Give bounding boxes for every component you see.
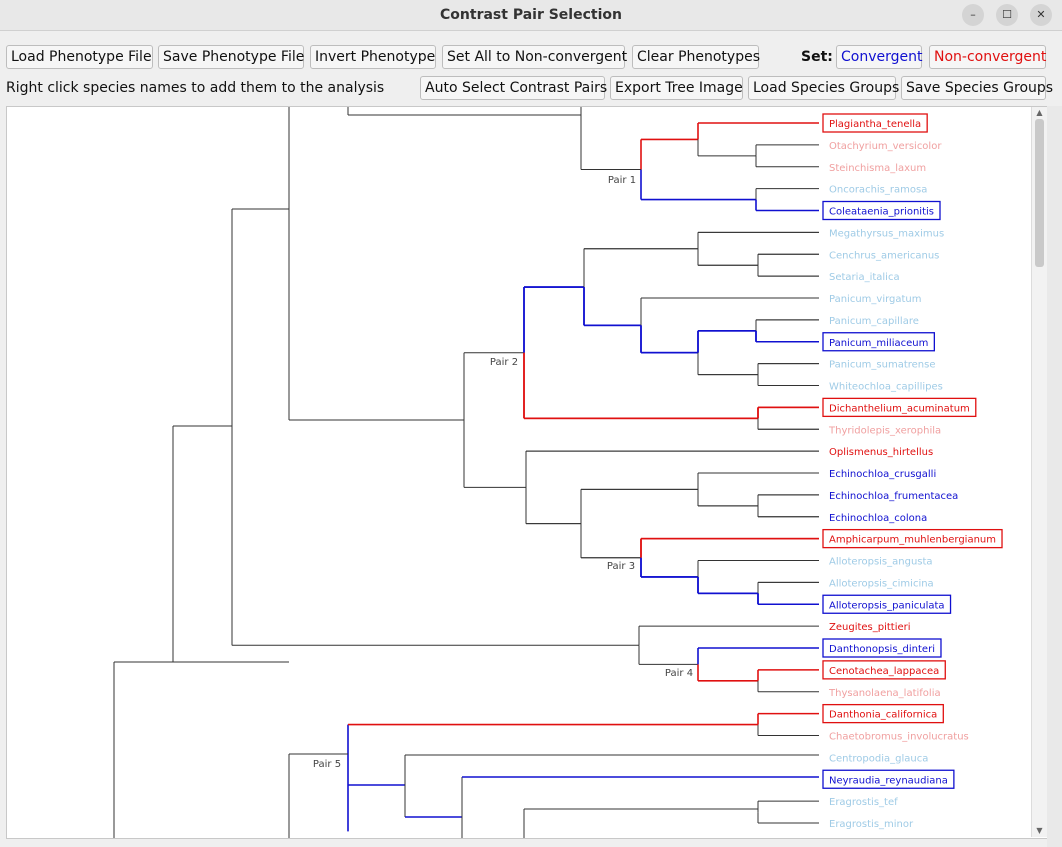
export-tree-image-button[interactable]: Export Tree Image bbox=[610, 76, 743, 100]
pair-label: Pair 3 bbox=[607, 561, 635, 572]
convergent-button[interactable]: Convergent bbox=[836, 45, 922, 69]
species-label[interactable]: Coleataenia_prionitis bbox=[829, 207, 934, 218]
pair-label: Pair 1 bbox=[608, 175, 636, 186]
phylogenetic-tree: Pair 1 Pair 2 Pair 3 Pair 4 Pair 5 Plagiantha… bbox=[113, 107, 1003, 838]
save-species-groups-button[interactable]: Save Species Groups bbox=[901, 76, 1053, 100]
species-label[interactable]: Plagiantha_tenella bbox=[829, 119, 921, 130]
species-label[interactable]: Neyraudia_reynaudiana bbox=[829, 775, 948, 786]
species-label[interactable]: Cenotachea_lappacea bbox=[829, 666, 939, 677]
species-label[interactable]: Centropodia_glauca bbox=[829, 753, 928, 764]
species-label[interactable]: Echinochloa_frumentacea bbox=[829, 491, 958, 502]
species-label[interactable]: Oncorachis_ramosa bbox=[829, 185, 927, 196]
set-all-nonconvergent-button[interactable]: Set All to Non-convergent bbox=[442, 45, 627, 69]
instruction-text: Right click species names to add them to… bbox=[6, 80, 385, 96]
species-label[interactable]: Oplismenus_hirtellus bbox=[829, 447, 933, 458]
species-label[interactable]: Eragrostis_minor bbox=[829, 819, 914, 830]
pair-label: Pair 2 bbox=[490, 357, 518, 368]
scrollbar-thumb[interactable] bbox=[1035, 119, 1044, 267]
species-selection-box bbox=[822, 769, 955, 789]
species-label[interactable]: Panicum_miliaceum bbox=[829, 338, 928, 349]
set-label: Set: bbox=[801, 49, 833, 65]
species-label[interactable]: Danthonopsis_dinteri bbox=[829, 644, 935, 655]
species-selection-box bbox=[822, 397, 977, 418]
vertical-scrollbar[interactable]: ▲ ▼ bbox=[1031, 107, 1047, 837]
species-label[interactable]: Eragrostis_tef bbox=[829, 797, 898, 808]
species-selection-box bbox=[822, 332, 935, 352]
close-icon[interactable]: ✕ bbox=[1030, 4, 1052, 26]
species-selection-box bbox=[822, 660, 946, 680]
species-label[interactable]: Otachyrium_versicolor bbox=[829, 141, 942, 152]
species-label[interactable]: Steinchisma_laxum bbox=[829, 163, 926, 174]
species-label[interactable]: Whiteochloa_capillipes bbox=[829, 382, 943, 393]
species-selection-box bbox=[822, 528, 1003, 549]
load-phenotype-button[interactable]: Load Phenotype File bbox=[6, 45, 153, 69]
save-phenotype-button[interactable]: Save Phenotype File bbox=[158, 45, 304, 69]
species-label[interactable]: Danthonia_californica bbox=[829, 710, 937, 721]
species-label[interactable]: Alloteropsis_paniculata bbox=[829, 600, 945, 611]
species-selection-box bbox=[822, 113, 928, 133]
load-species-groups-button[interactable]: Load Species Groups bbox=[748, 76, 899, 100]
species-label[interactable]: Alloteropsis_angusta bbox=[829, 557, 933, 568]
scroll-down-icon[interactable]: ▼ bbox=[1036, 826, 1043, 835]
species-label[interactable]: Thyridolepis_xerophila bbox=[828, 425, 941, 436]
species-label[interactable]: Echinochloa_crusgalli bbox=[829, 469, 936, 480]
clear-phenotypes-button[interactable]: Clear Phenotypes bbox=[632, 45, 760, 69]
species-label[interactable]: Cenchrus_americanus bbox=[829, 250, 939, 261]
species-selection-box bbox=[822, 638, 942, 658]
species-label[interactable]: Echinochloa_colona bbox=[829, 513, 927, 524]
maximize-icon[interactable]: ☐ bbox=[996, 4, 1018, 26]
scroll-up-icon[interactable]: ▲ bbox=[1036, 108, 1043, 117]
species-label[interactable]: Amphicarpum_muhlenbergianum bbox=[829, 535, 996, 546]
pair-label: Pair 5 bbox=[313, 759, 341, 770]
window-title: Contrast Pair Selection bbox=[440, 7, 622, 23]
species-label[interactable]: Dichanthelium_acuminatum bbox=[829, 403, 970, 414]
species-label[interactable]: Alloteropsis_cimicina bbox=[829, 578, 934, 589]
species-selection-box bbox=[822, 594, 952, 614]
nonconvergent-button[interactable]: Non-convergent bbox=[929, 45, 1046, 69]
species-label[interactable]: Megathyrsus_maximus bbox=[829, 228, 944, 239]
species-label[interactable]: Panicum_capillare bbox=[829, 316, 919, 327]
species-label[interactable]: Chaetobromus_involucratus bbox=[829, 732, 969, 743]
background-window-edge bbox=[1047, 106, 1062, 847]
auto-select-pairs-button[interactable]: Auto Select Contrast Pairs bbox=[420, 76, 607, 100]
species-label[interactable]: Zeugites_pittieri bbox=[829, 622, 911, 633]
tree-canvas[interactable]: Pair 1 Pair 2 Pair 3 Pair 4 Pair 5 Plagiantha… bbox=[6, 106, 1048, 839]
pair-label: Pair 4 bbox=[665, 668, 693, 679]
minimize-icon[interactable]: – bbox=[962, 4, 984, 26]
title-bar: Contrast Pair Selection – ☐ ✕ bbox=[0, 0, 1062, 31]
species-selection-box bbox=[822, 200, 941, 221]
invert-phenotype-button[interactable]: Invert Phenotype bbox=[310, 45, 436, 69]
species-label[interactable]: Panicum_sumatrense bbox=[829, 360, 935, 371]
species-selection-box bbox=[822, 703, 944, 724]
species-label[interactable]: Setaria_italica bbox=[829, 272, 900, 283]
species-label[interactable]: Thysanolaena_latifolia bbox=[828, 688, 941, 699]
species-label[interactable]: Panicum_virgatum bbox=[829, 294, 922, 305]
